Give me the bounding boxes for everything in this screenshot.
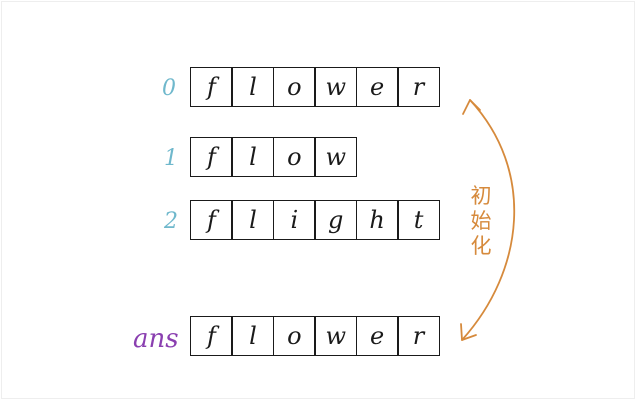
char-cell: r <box>397 67 441 107</box>
char-cell: f <box>190 200 233 240</box>
char-cell: r <box>397 316 441 356</box>
row-index-label: 1 <box>164 146 178 171</box>
char-cell: w <box>314 137 358 177</box>
char-row-ans: f l o w e r <box>190 316 441 356</box>
row-index-label: 0 <box>162 76 176 101</box>
char-cell: h <box>355 200 399 240</box>
row-index-label: 2 <box>164 209 178 234</box>
char-cell: i <box>272 200 316 240</box>
char-cell: f <box>190 67 233 107</box>
char-cell: g <box>314 200 358 240</box>
ans-label: ans <box>133 324 179 354</box>
init-annotation: 初 始 化 <box>466 184 496 259</box>
char-row-1: f l o w <box>190 137 358 177</box>
char-cell: o <box>272 67 316 107</box>
annotation-char: 化 <box>470 234 492 258</box>
char-cell: f <box>190 137 233 177</box>
annotation-char: 初 <box>470 184 492 208</box>
char-cell: w <box>314 67 358 107</box>
char-cell: l <box>231 200 275 240</box>
char-cell: e <box>355 67 399 107</box>
char-cell: o <box>272 316 316 356</box>
annotation-char: 始 <box>470 209 492 233</box>
char-cell: f <box>190 316 233 356</box>
char-row-0: f l o w e r <box>190 67 441 107</box>
char-row-2: f l i g h t <box>190 200 441 240</box>
char-cell: l <box>231 137 275 177</box>
char-cell: e <box>355 316 399 356</box>
char-cell: l <box>231 316 275 356</box>
char-cell: l <box>231 67 275 107</box>
char-cell: t <box>397 200 441 240</box>
char-cell: w <box>314 316 358 356</box>
char-cell: o <box>272 137 316 177</box>
